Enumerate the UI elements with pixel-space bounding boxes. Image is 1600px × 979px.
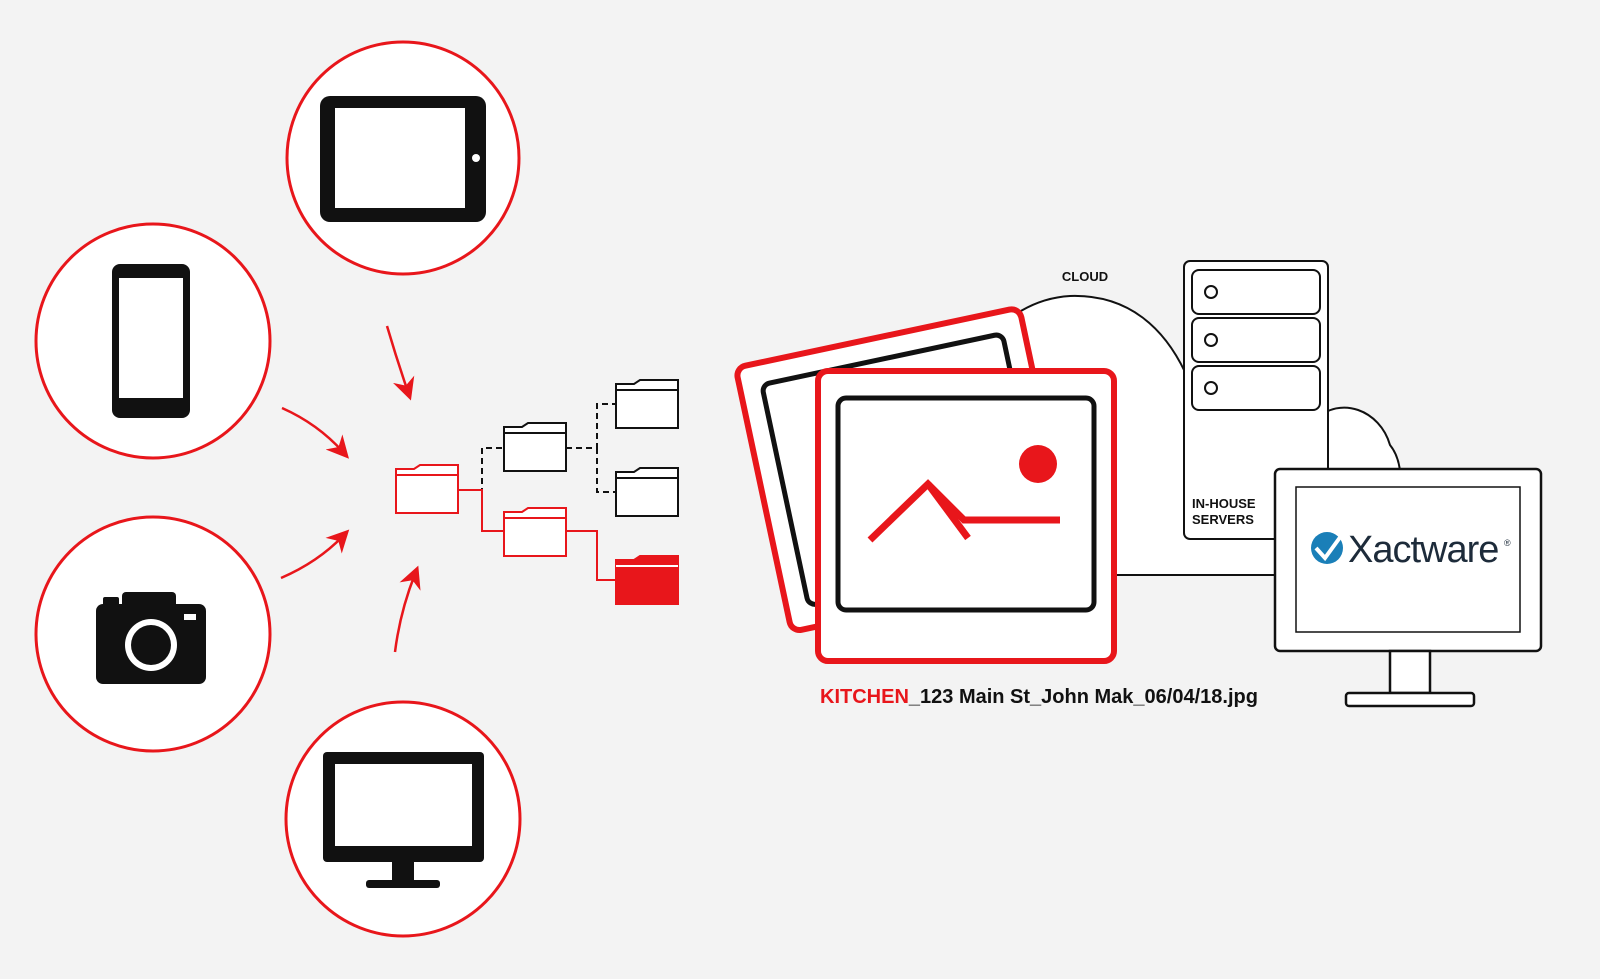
source-smartphone: [34, 222, 272, 460]
server-drive-bay: [1191, 317, 1321, 363]
file-category: KITCHEN: [820, 686, 909, 708]
xactware-monitor: Xactware ®: [1273, 467, 1543, 708]
source-tablet: [285, 40, 521, 276]
photo-stack: [734, 306, 1117, 664]
tree-connectors: [458, 403, 616, 581]
camera-icon: [96, 592, 206, 684]
cloud-label: CLOUD: [1062, 269, 1108, 284]
smartphone-icon: [112, 264, 190, 418]
server-drive-bay: [1191, 365, 1321, 411]
arrow-from-tablet: [385, 325, 415, 401]
landscape-image-icon: [867, 445, 1060, 543]
file-name-label: KITCHEN_123 Main St_John Mak_06/04/18.jp…: [820, 686, 1258, 709]
folder-icon: [395, 464, 459, 514]
folder-tree: [395, 379, 679, 605]
photo-front: [815, 368, 1117, 664]
server-drive-bay: [1191, 269, 1321, 315]
folder-filled-icon: [615, 555, 679, 605]
folder-icon: [615, 379, 679, 429]
server-label-line1: IN-HOUSE: [1192, 496, 1256, 511]
upload-arrows: [280, 325, 421, 653]
source-camera: [34, 515, 272, 753]
tablet-icon: [320, 96, 486, 222]
folder-icon: [503, 422, 567, 472]
xactware-logo: Xactware ®: [1311, 529, 1511, 571]
xactware-logo-mark-icon: [1311, 532, 1343, 564]
source-desktop: [284, 700, 522, 938]
folder-icon: [615, 467, 679, 517]
xactware-logo-text: Xactware: [1348, 529, 1498, 571]
file-name-rest: _123 Main St_John Mak_06/04/18.jpg: [908, 686, 1258, 708]
desktop-monitor-icon: [323, 752, 484, 888]
server-label-line2: SERVERS: [1192, 512, 1254, 527]
folder-icon: [503, 507, 567, 557]
arrow-from-desktop: [393, 565, 421, 653]
arrow-from-camera: [280, 529, 350, 580]
arrow-from-smartphone: [281, 406, 349, 459]
registered-mark: ®: [1504, 538, 1511, 548]
